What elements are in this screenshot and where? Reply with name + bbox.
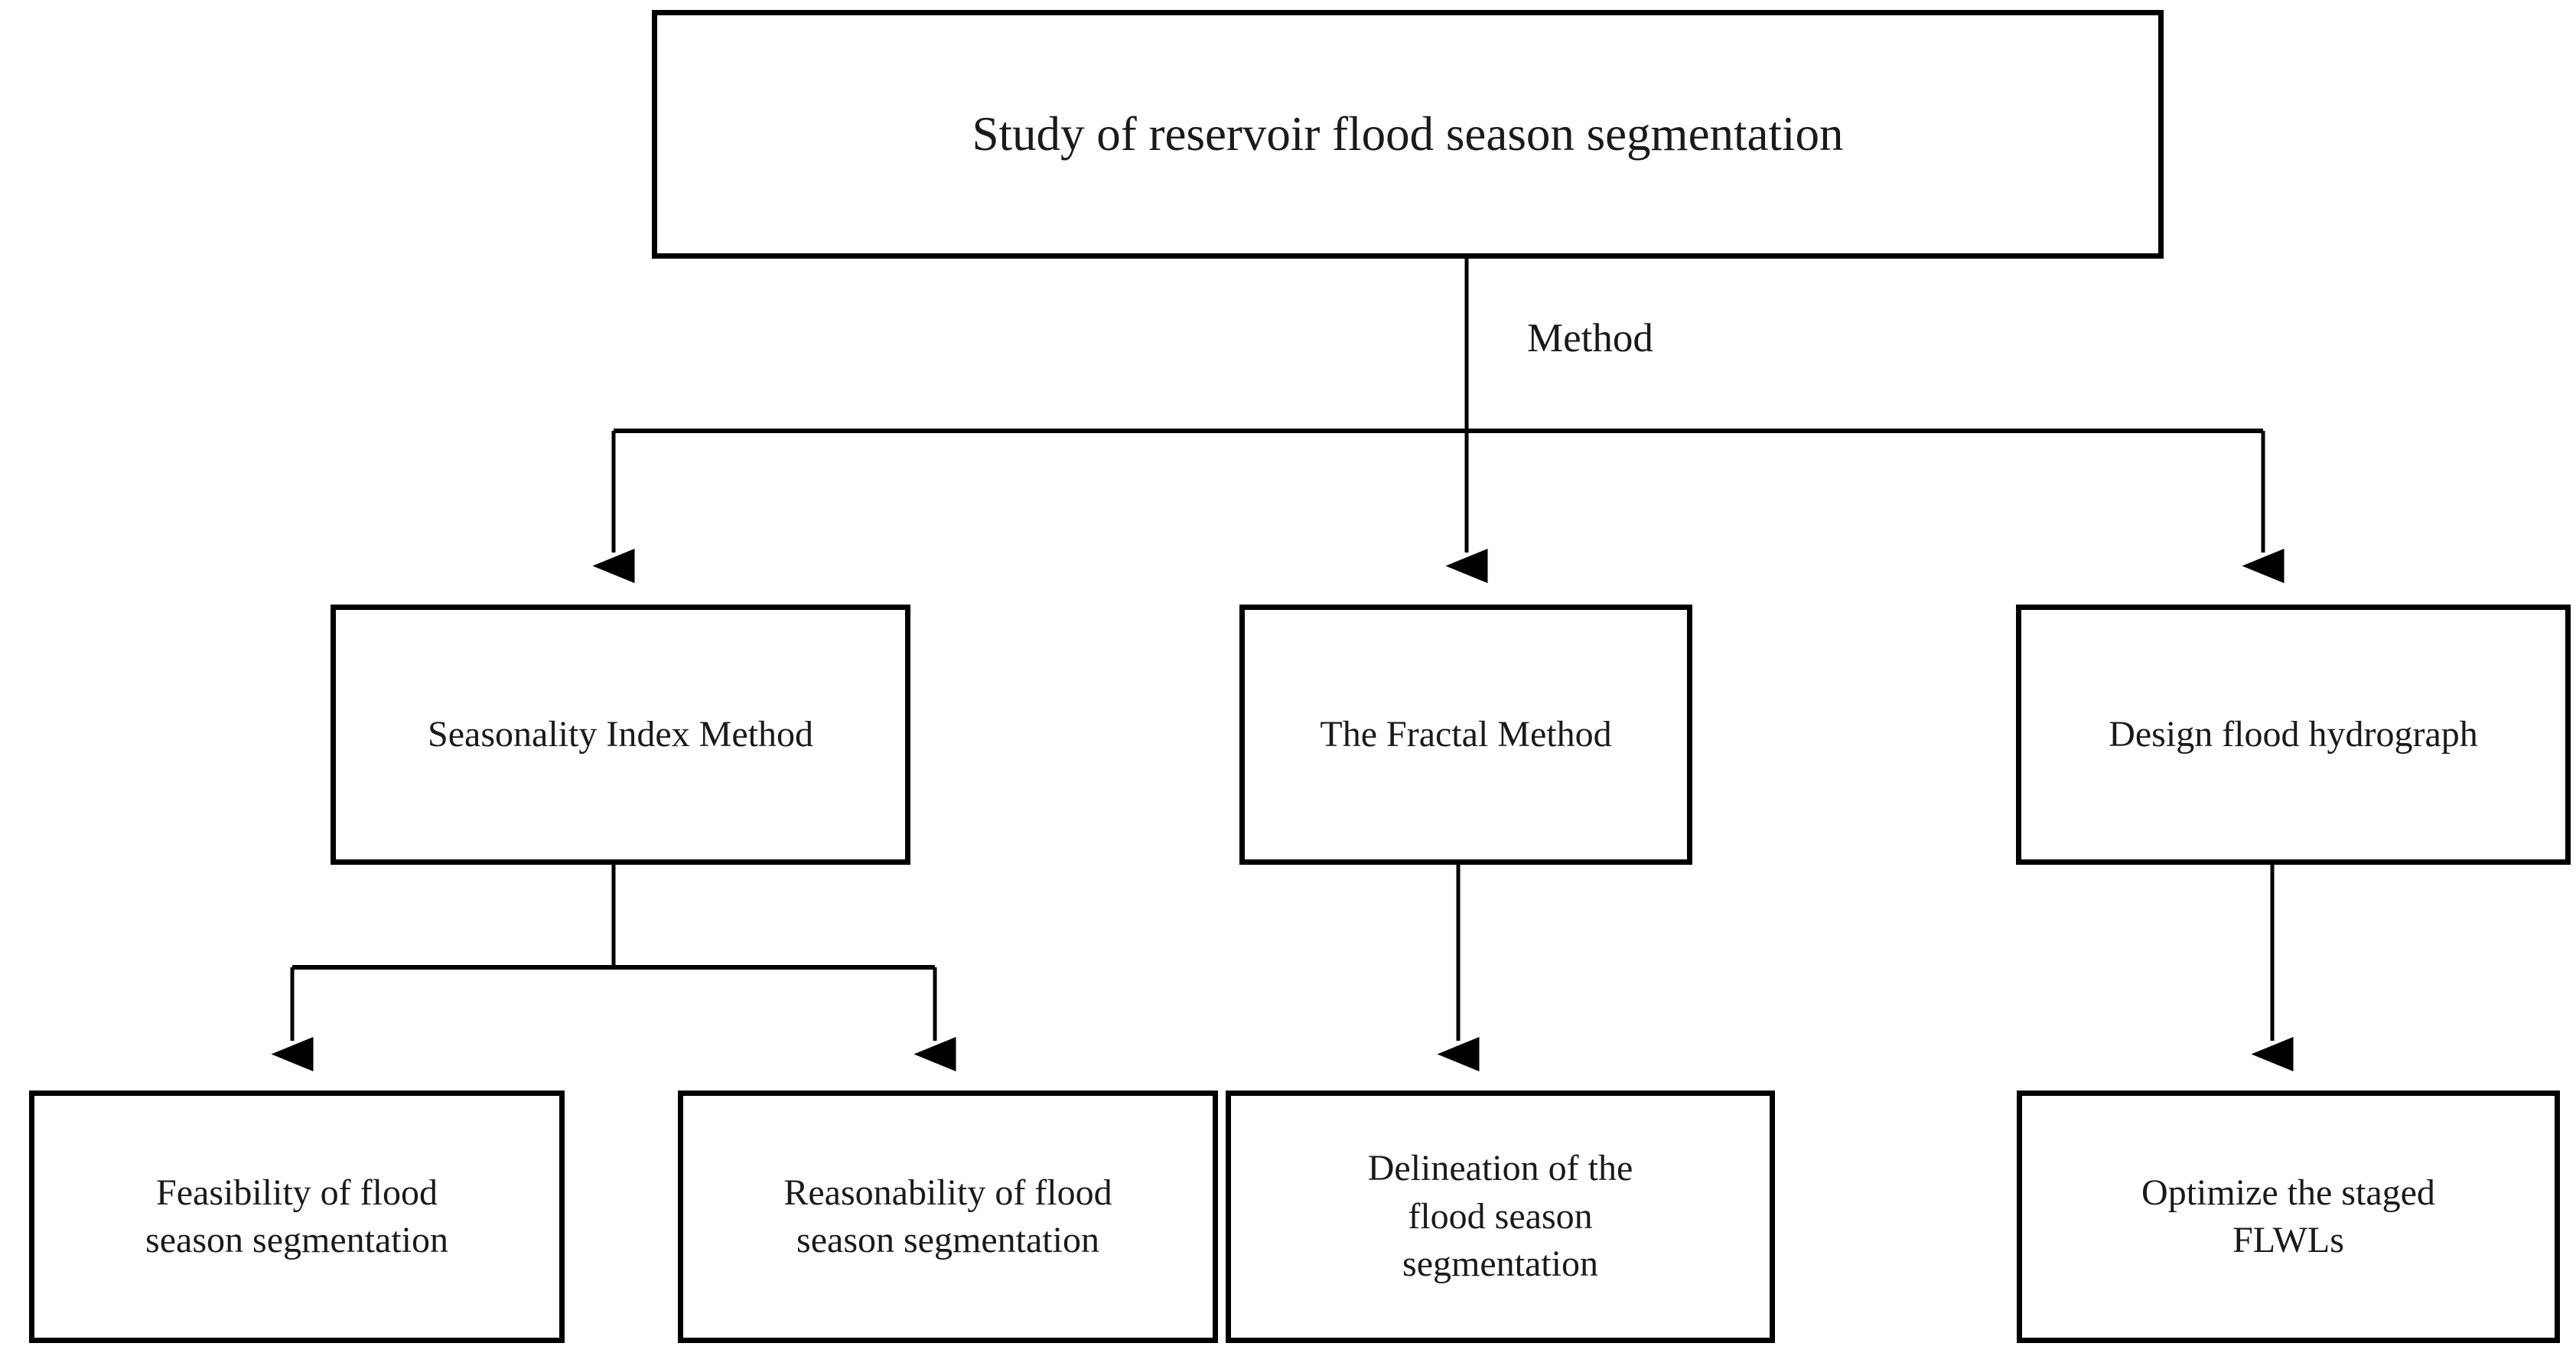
node-reasonability-of-flood-season-segmentation-label: Reasonability of flood season segmentati… [783,1172,1112,1260]
node-delineation-of-the-flood-season-segmentation-label: Delineation of the flood season segmenta… [1367,1148,1633,1285]
node-feasibility-of-flood-season-segmentation-label: Feasibility of flood season segmentation [145,1172,448,1260]
node-root-label: Study of reservoir flood season segmenta… [972,106,1844,161]
node-seasonality-index-method[interactable]: Seasonality Index Method [331,605,910,865]
node-design-flood-hydrograph-label: Design flood hydrograph [2109,713,2478,755]
node-root[interactable]: Study of reservoir flood season segmenta… [652,10,2164,259]
node-the-fractal-method[interactable]: The Fractal Method [1239,605,1692,865]
node-optimize-the-staged-flwls[interactable]: Optimize the staged FLWLs [2017,1091,2560,1343]
node-delineation-of-the-flood-season-segmentation[interactable]: Delineation of the flood season segmenta… [1226,1091,1775,1343]
node-seasonality-index-method-label: Seasonality Index Method [428,713,813,755]
node-optimize-the-staged-flwls-label: Optimize the staged FLWLs [2141,1172,2435,1260]
node-reasonability-of-flood-season-segmentation[interactable]: Reasonability of flood season segmentati… [678,1091,1218,1343]
node-the-fractal-method-label: The Fractal Method [1320,713,1612,755]
edge-label-method: Method [1527,316,1653,360]
node-design-flood-hydrograph[interactable]: Design flood hydrograph [2016,605,2571,865]
node-feasibility-of-flood-season-segmentation[interactable]: Feasibility of flood season segmentation [29,1091,565,1343]
